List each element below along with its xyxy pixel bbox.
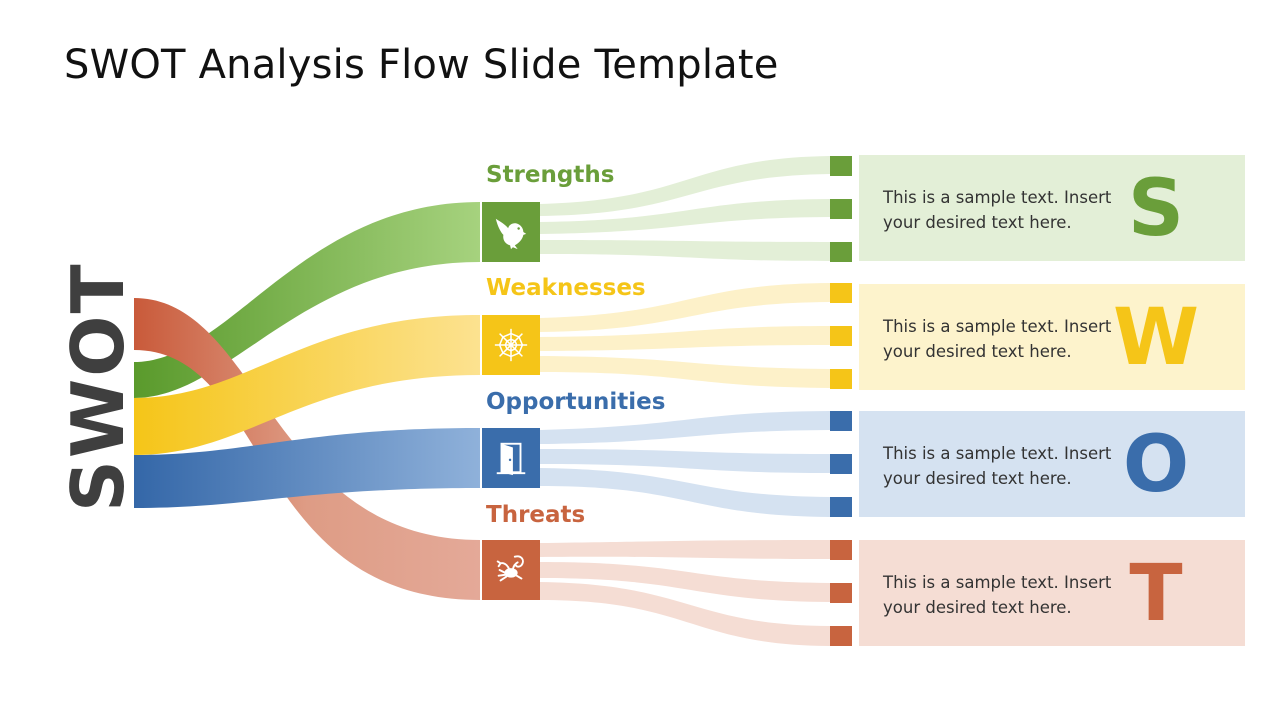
fan-threats [540,540,830,646]
strengths-icon-box [482,202,540,262]
weaknesses-icon-box [482,315,540,375]
ribbon-threats [134,298,480,600]
node-opportunities-1 [830,411,852,431]
fan-opportunities [540,411,830,517]
label-weaknesses: Weaknesses [486,275,646,301]
threats-icon-box [482,540,540,600]
label-opportunities: Opportunities [486,389,666,415]
panel-weaknesses-letter: W [1112,293,1200,383]
panel-strengths: This is a sample text. Insert your desir… [859,155,1245,261]
node-weaknesses-3 [830,369,852,389]
eagle-icon [495,218,527,250]
node-threats-1 [830,540,852,560]
node-strengths-2 [830,199,852,219]
label-threats: Threats [486,502,586,528]
panel-strengths-text: This is a sample text. Insert your desir… [883,188,1112,232]
open-door-icon [496,442,526,476]
node-threats-2 [830,583,852,603]
spider-web-icon [494,328,528,362]
swot-vertical-word: SWOT [56,262,140,512]
scorpion-icon [496,555,524,582]
fan-strengths [540,156,830,261]
panel-threats-letter: T [1129,549,1183,639]
panel-opportunities: This is a sample text. Insert your desir… [859,411,1245,517]
slide-title: SWOT Analysis Flow Slide Template [64,42,779,88]
ribbon-weaknesses [134,315,480,455]
node-weaknesses-2 [830,326,852,346]
panel-opportunities-text: This is a sample text. Insert your desir… [883,444,1112,488]
node-threats-3 [830,626,852,646]
panel-threats-text: This is a sample text. Insert your desir… [883,573,1112,617]
panel-opportunities-letter: O [1122,420,1190,510]
node-weaknesses-1 [830,283,852,303]
panel-threats: This is a sample text. Insert your desir… [859,540,1245,646]
ribbon-opportunities [134,428,480,508]
panel-weaknesses-text: This is a sample text. Insert your desir… [883,317,1112,361]
node-opportunities-2 [830,454,852,474]
opportunities-icon-box [482,428,540,488]
label-strengths: Strengths [486,162,615,188]
panel-strengths-letter: S [1127,164,1185,254]
node-opportunities-3 [830,497,852,517]
node-strengths-3 [830,242,852,262]
node-strengths-1 [830,156,852,176]
fan-weaknesses [540,283,830,388]
panel-weaknesses: This is a sample text. Insert your desir… [859,284,1245,390]
